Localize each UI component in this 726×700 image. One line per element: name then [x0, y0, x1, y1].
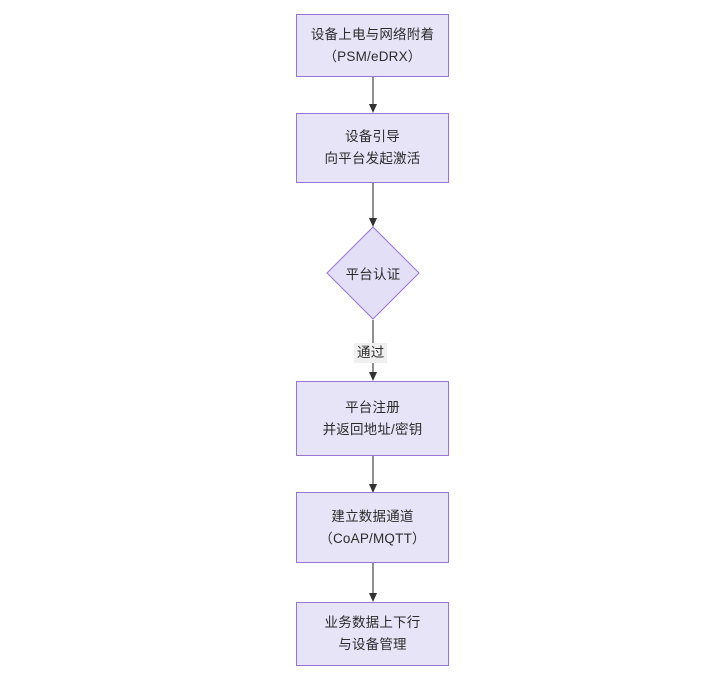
flow-node-platform-register-line1: 平台注册	[345, 399, 400, 415]
flow-node-business-data-line1: 业务数据上下行	[324, 615, 421, 630]
flow-node-power-on[interactable]: 设备上电与网络附着 （PSM/eDRX）	[296, 14, 449, 77]
flow-node-business-data-line2: 与设备管理	[338, 637, 407, 652]
flow-edge-1	[369, 77, 377, 113]
flow-node-data-channel[interactable]: 建立数据通道 （CoAP/MQTT）	[296, 492, 449, 563]
flow-node-business-data[interactable]: 业务数据上下行 与设备管理	[296, 602, 449, 666]
flow-node-data-channel-line2: （CoAP/MQTT）	[319, 530, 426, 546]
flow-edge-2	[369, 183, 377, 227]
flow-node-power-on-line1: 设备上电与网络附着	[310, 26, 435, 42]
flow-node-platform-register-line2: 并返回地址/密钥	[322, 421, 423, 437]
flow-node-data-channel-line1: 建立数据通道	[331, 508, 414, 524]
flow-edge-3-label: 通过	[354, 343, 388, 363]
diamond-shape-icon	[326, 226, 420, 320]
flow-edge-5	[369, 563, 377, 602]
flow-node-auth-decision[interactable]: 平台认证	[326, 226, 420, 320]
flow-node-power-on-line2: （PSM/eDRX）	[323, 48, 422, 64]
flow-node-platform-register[interactable]: 平台注册 并返回地址/密钥	[296, 381, 449, 456]
flow-edge-4	[369, 456, 377, 493]
flow-node-bootstrap-line1: 设备引导	[345, 129, 400, 144]
flow-node-bootstrap[interactable]: 设备引导 向平台发起激活	[296, 113, 449, 183]
flow-node-bootstrap-line2: 向平台发起激活	[324, 151, 421, 166]
